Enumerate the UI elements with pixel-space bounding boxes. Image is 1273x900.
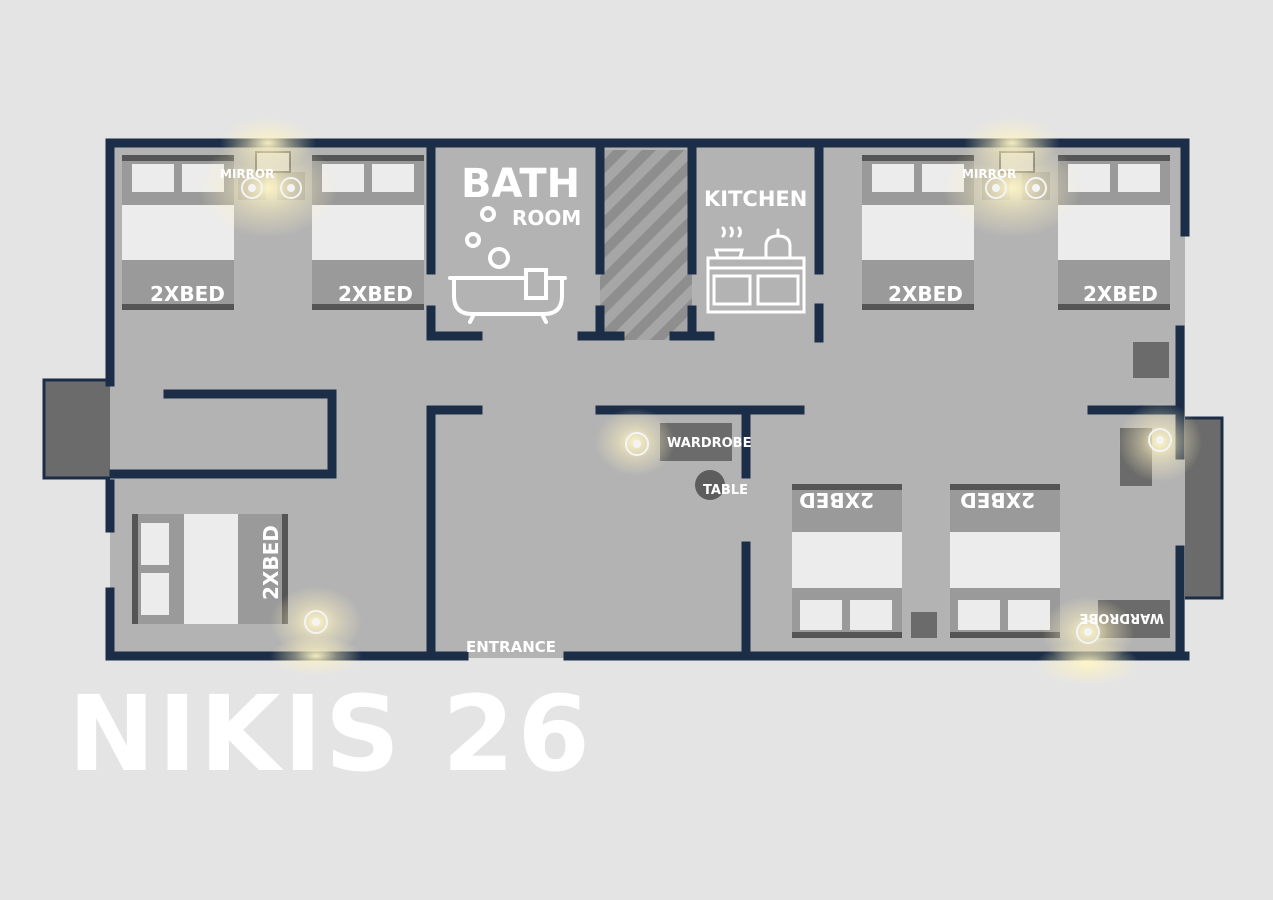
kitchen-label: KITCHEN [704, 187, 807, 211]
entrance-label: ENTRANCE [466, 638, 556, 656]
light-icon [241, 177, 1172, 644]
mirror-label-left: MIRROR [220, 167, 274, 181]
bubbles-icon [465, 206, 510, 269]
room-label: ROOM [512, 206, 581, 230]
bathtub-icon [448, 268, 567, 324]
bed-label-bottom-2: 2XBED [960, 488, 1035, 512]
stove-icon [706, 226, 806, 314]
page-title: NIKIS 26 [68, 673, 593, 795]
wardrobe-label-rotated: WARDROBE [1080, 610, 1164, 625]
cabinet-right [1133, 342, 1169, 378]
bed-label-left: 2XBED [259, 525, 283, 600]
bed-top-4 [1058, 155, 1170, 310]
bed-bottom-1 [792, 484, 902, 638]
bed-label-bottom-1: 2XBED [799, 488, 874, 512]
light-glows [198, 117, 1202, 686]
table [695, 470, 725, 500]
bed-label-4: 2XBED [1083, 282, 1158, 306]
table-label: TABLE [703, 483, 748, 498]
mirror-label-right: MIRROR [962, 167, 1016, 181]
left-balcony [42, 378, 116, 480]
bed-label-1: 2XBED [150, 282, 225, 306]
bed-left [132, 514, 288, 624]
shaft-hatch [600, 150, 692, 340]
nightstand-bottom [911, 612, 937, 638]
bed-label-2: 2XBED [338, 282, 413, 306]
wardrobe-label: WARDROBE [667, 436, 751, 451]
bed-label-3: 2XBED [888, 282, 963, 306]
bath-label: BATH [461, 161, 580, 207]
bed-bottom-2 [950, 484, 1060, 638]
